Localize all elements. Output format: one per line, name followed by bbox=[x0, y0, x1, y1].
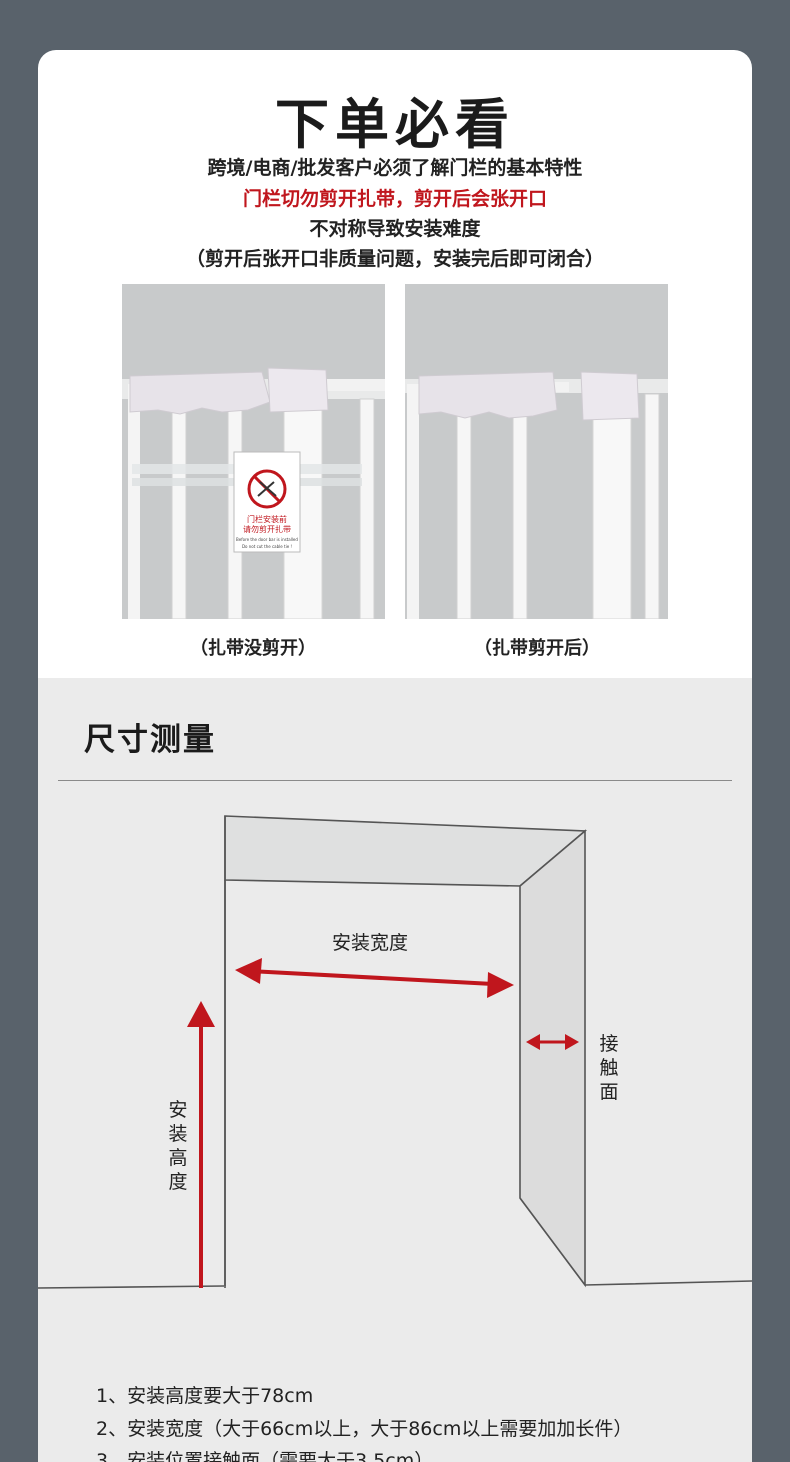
contact-arrow bbox=[526, 1034, 579, 1050]
frame-top-beam bbox=[224, 815, 588, 887]
height-arrow bbox=[187, 1001, 215, 1288]
height-label-4: 度 bbox=[168, 1171, 187, 1193]
note-item-2: 2、安装宽度（大于66cm以上，大于86cm以上需要加加长件） bbox=[96, 1418, 633, 1440]
contact-label-2: 触 bbox=[599, 1057, 618, 1079]
tag-line-1: 门栏安装前 bbox=[247, 514, 287, 524]
warning-line: 门栏切勿剪开扎带，剪开后会张开口 bbox=[242, 188, 547, 210]
height-label-2: 装 bbox=[168, 1123, 187, 1145]
intro-line-1: 跨境/电商/批发客户必须了解门栏的基本特性 bbox=[207, 157, 583, 179]
height-label-3: 高 bbox=[168, 1147, 187, 1169]
measurement-section: 尺寸测量 安装宽度 安 装 高 度 bbox=[38, 678, 752, 1462]
caption-tie-uncut: （扎带没剪开） bbox=[190, 638, 316, 659]
height-label-1: 安 bbox=[168, 1099, 187, 1121]
page-title: 下单必看 bbox=[275, 93, 515, 156]
section-title: 尺寸测量 bbox=[84, 722, 216, 758]
tag-line-2: 请勿剪开扎带 bbox=[243, 524, 291, 534]
door-frame-diagram: 安装宽度 安 装 高 度 接 触 面 bbox=[38, 815, 752, 1289]
note-item-1: 1、安装高度要大于78cm bbox=[96, 1385, 314, 1407]
frame-right-post bbox=[519, 829, 586, 1288]
intro-line-3: 不对称导致安装难度 bbox=[309, 218, 481, 240]
note-item-3: 3、安装位置接触面（需要大于3.5cm） bbox=[96, 1450, 434, 1462]
caption-tie-cut: （扎带剪开后） bbox=[474, 638, 600, 659]
section-divider bbox=[58, 780, 732, 781]
instruction-card: 下单必看 跨境/电商/批发客户必须了解门栏的基本特性 门栏切勿剪开扎带，剪开后会… bbox=[38, 50, 752, 1462]
contact-label-3: 面 bbox=[599, 1081, 618, 1103]
width-arrow bbox=[235, 958, 514, 998]
intro-line-4: （剪开后张开口非质量问题，安装完后即可闭合） bbox=[185, 248, 604, 270]
photo-tie-uncut: 门栏安装前 请勿剪开扎带 Before the door bar is inst… bbox=[122, 284, 385, 619]
tag-en-2: Do not cut the cable tie ! bbox=[242, 544, 292, 549]
contact-label-1: 接 bbox=[599, 1033, 618, 1055]
tag-en-1: Before the door bar is installed bbox=[236, 537, 298, 542]
photo-tie-cut bbox=[405, 284, 668, 619]
width-label: 安装宽度 bbox=[332, 932, 408, 954]
